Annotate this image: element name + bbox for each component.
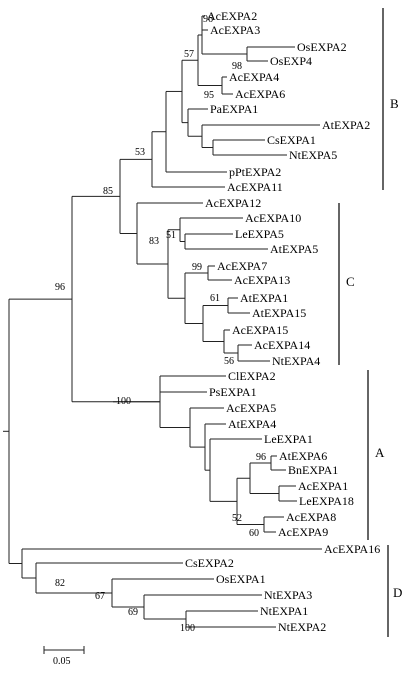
leaf-label: AcEXPA1	[298, 479, 348, 493]
leaf-label: NtEXPA5	[289, 148, 337, 162]
bootstrap-value: 96	[55, 282, 65, 293]
leaf-label: AcEXPA15	[232, 323, 288, 337]
bootstrap-value: 96	[256, 452, 266, 463]
leaf-label: AcEXPA6	[235, 87, 285, 101]
leaf-label: PsEXPA1	[209, 385, 257, 399]
bootstrap-value: 98	[232, 61, 242, 72]
leaf-label: NtEXPA1	[260, 604, 308, 618]
bootstrap-value: 83	[149, 236, 159, 247]
leaf-label: AcEXPA16	[324, 542, 380, 556]
leaf-label: AcEXPA3	[210, 23, 260, 37]
bootstrap-value: 82	[55, 578, 65, 589]
leaf-label: AtEXPA5	[270, 242, 318, 256]
leaf-label: NtEXPA2	[278, 620, 326, 634]
leaf-label: AcEXPA13	[234, 273, 290, 287]
leaf-label: LeEXPA18	[299, 494, 354, 508]
leaf-label: CsEXPA1	[267, 133, 316, 147]
bootstrap-value: 53	[135, 147, 145, 158]
scale-bar-label: 0.05	[53, 656, 71, 667]
clade-label: B	[390, 96, 399, 111]
bootstrap-value: 60	[249, 528, 259, 539]
leaf-label: AcEXPA2	[207, 9, 257, 23]
bootstrap-value: 95	[204, 90, 214, 101]
scale-bar: 0.05	[43, 646, 85, 667]
leaf-label: ClEXPA2	[228, 369, 276, 383]
leaf-label: pPtEXPA2	[229, 165, 281, 179]
leaf-label: AcEXPA4	[229, 70, 279, 84]
leaf-label: LeEXPA1	[264, 432, 313, 446]
bootstrap-labels: 98 96 95 57 53 51 99 61 56 83 85 96 60 52 100 96 100 69 67…	[55, 14, 266, 634]
leaf-label: AcEXPA7	[217, 259, 267, 273]
leaf-label: LeEXPA5	[235, 227, 284, 241]
leaf-label: BnEXPA1	[288, 463, 338, 477]
bootstrap-value: 100	[116, 396, 131, 407]
leaf-label: AtEXPA1	[240, 291, 288, 305]
bootstrap-value: 67	[95, 591, 105, 602]
bootstrap-value: 61	[210, 293, 220, 304]
leaf-label: NtEXPA3	[264, 588, 312, 602]
leaf-label: NtEXPA4	[272, 354, 320, 368]
bootstrap-value: 51	[166, 230, 176, 241]
clade-brackets: B C A D	[338, 8, 402, 637]
bootstrap-value: 52	[232, 513, 242, 524]
leaf-labels: AcEXPA2AcEXPA3OsEXPA2OsEXP4AcEXPA4AcEXPA…	[185, 9, 380, 634]
leaf-label: CsEXPA2	[185, 556, 234, 570]
leaf-label: OsEXP4	[270, 54, 312, 68]
leaf-label: AcEXPA11	[227, 180, 283, 194]
bootstrap-value: 100	[180, 623, 195, 634]
leaf-label: AcEXPA14	[254, 338, 310, 352]
leaf-label: OsEXPA2	[297, 40, 347, 54]
tree-branches	[3, 15, 322, 628]
clade-label: C	[346, 274, 355, 289]
leaf-label: AcEXPA12	[205, 196, 261, 210]
leaf-label: AtEXPA6	[279, 449, 327, 463]
bootstrap-value: 85	[103, 186, 113, 197]
bootstrap-value: 96	[203, 14, 213, 25]
bootstrap-value: 57	[184, 49, 194, 60]
leaf-label: AcEXPA10	[245, 211, 301, 225]
bootstrap-value: 56	[224, 356, 234, 367]
leaf-label: AtEXPA4	[228, 417, 276, 431]
leaf-label: AcEXPA8	[286, 510, 336, 524]
clade-label: A	[375, 445, 385, 460]
leaf-label: PaEXPA1	[210, 102, 258, 116]
clade-label: D	[393, 585, 402, 600]
leaf-label: AcEXPA9	[278, 525, 328, 539]
leaf-label: AcEXPA5	[226, 401, 276, 415]
leaf-label: OsEXPA1	[216, 572, 266, 586]
leaf-label: AtEXPA15	[252, 306, 306, 320]
bootstrap-value: 99	[192, 262, 202, 273]
bootstrap-value: 69	[128, 607, 138, 618]
leaf-label: AtEXPA2	[322, 118, 370, 132]
